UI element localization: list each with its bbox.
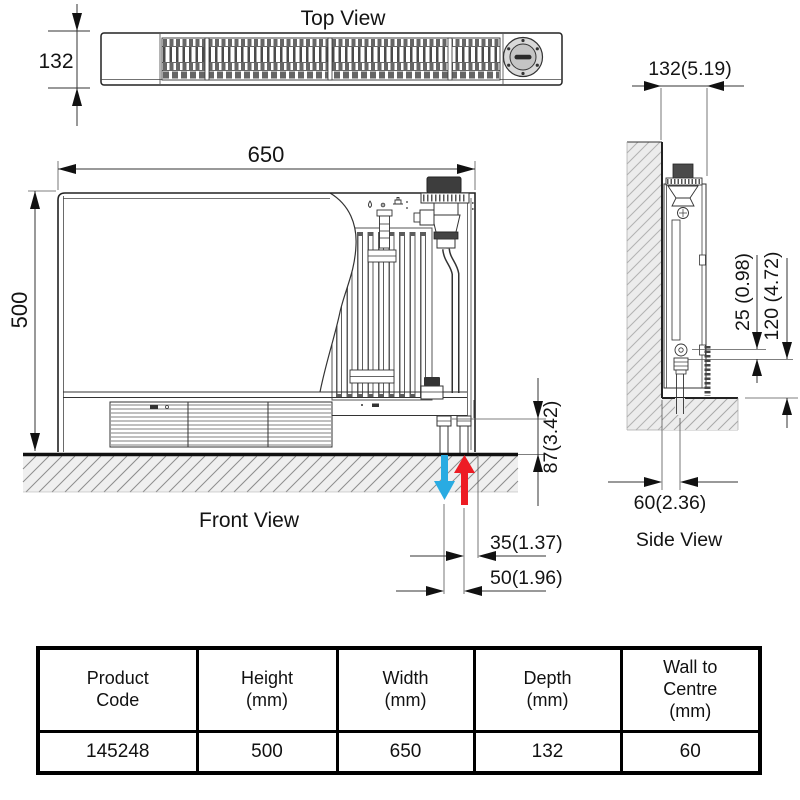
header-wall-to-centre: Wall to Centre (mm) <box>619 646 762 733</box>
side-floor <box>661 397 739 431</box>
side-view: 132(5.19) 25 (0.98) 120 (4.72) <box>608 58 798 551</box>
cell-wall-to-centre: 60 <box>619 730 762 775</box>
dim-pipe-spacing-value: 50(1.96) <box>490 567 563 589</box>
dim-side-depth: 132(5.19) <box>632 58 744 176</box>
vent-icons <box>368 197 408 209</box>
header-product-code: Product Code <box>36 646 199 733</box>
side-wall <box>626 141 738 431</box>
top-view: Top View <box>38 4 563 126</box>
spec-table-header-row: Product Code Height (mm) Width (mm) Dept… <box>36 646 762 733</box>
cell-product-code: 145248 <box>36 730 199 775</box>
dim-pipe-spacing: 50(1.96) <box>396 567 563 596</box>
header-depth: Depth (mm) <box>472 646 623 733</box>
dim-front-width: 650 <box>57 142 476 190</box>
front-panel <box>58 193 357 452</box>
dim-top-depth: 132 <box>38 4 90 126</box>
front-view-label: Front View <box>199 509 300 532</box>
dim-pipe-offset-right-value: 35(1.37) <box>490 532 563 554</box>
front-view: 650 500 <box>7 142 563 596</box>
side-radiator <box>663 163 711 415</box>
cell-height: 500 <box>195 730 339 775</box>
dim-side-pipe-drop-value: 25 (0.98) <box>732 253 754 331</box>
bottom-grille <box>109 401 333 448</box>
dim-wall-to-centre-value: 60(2.36) <box>634 492 707 514</box>
dim-side-depth-value: 132(5.19) <box>648 58 731 80</box>
dim-front-height-value: 500 <box>7 292 32 329</box>
dim-side-pipe-to-floor-value: 120 (4.72) <box>761 252 783 341</box>
spec-table: Product Code Height (mm) Width (mm) Dept… <box>36 646 762 775</box>
cell-depth: 132 <box>472 730 623 775</box>
air-vent-fitting <box>376 209 393 249</box>
dim-side-pipe-drop: 25 (0.98) <box>688 253 793 383</box>
dim-pipe-offset-right: 35(1.37) <box>410 532 563 561</box>
thermostatic-valve <box>413 176 470 393</box>
dim-front-height: 500 <box>7 190 56 451</box>
header-height: Height (mm) <box>195 646 339 733</box>
dim-front-width-value: 650 <box>248 142 285 167</box>
top-grille <box>161 37 501 81</box>
header-width: Width (mm) <box>335 646 476 733</box>
top-view-label: Top View <box>301 7 387 30</box>
dim-side-pipe-to-floor: 120 (4.72) <box>745 252 798 428</box>
dim-pipe-to-floor: 87(3.42) <box>452 378 562 506</box>
dim-top-depth-value: 132 <box>38 50 73 73</box>
cell-width: 650 <box>335 730 476 775</box>
technical-drawing: Top View <box>7 4 798 596</box>
side-view-label: Side View <box>636 529 723 551</box>
return-arrow-down <box>434 455 455 500</box>
spec-table-data-row: 145248 500 650 132 60 <box>36 730 762 775</box>
dim-wall-to-centre: 60(2.36) <box>608 400 738 514</box>
dim-pipe-to-floor-value: 87(3.42) <box>540 401 562 474</box>
flow-arrow-up <box>454 455 475 505</box>
pipe-connections <box>420 377 475 455</box>
valve-knob-icon <box>502 36 544 78</box>
